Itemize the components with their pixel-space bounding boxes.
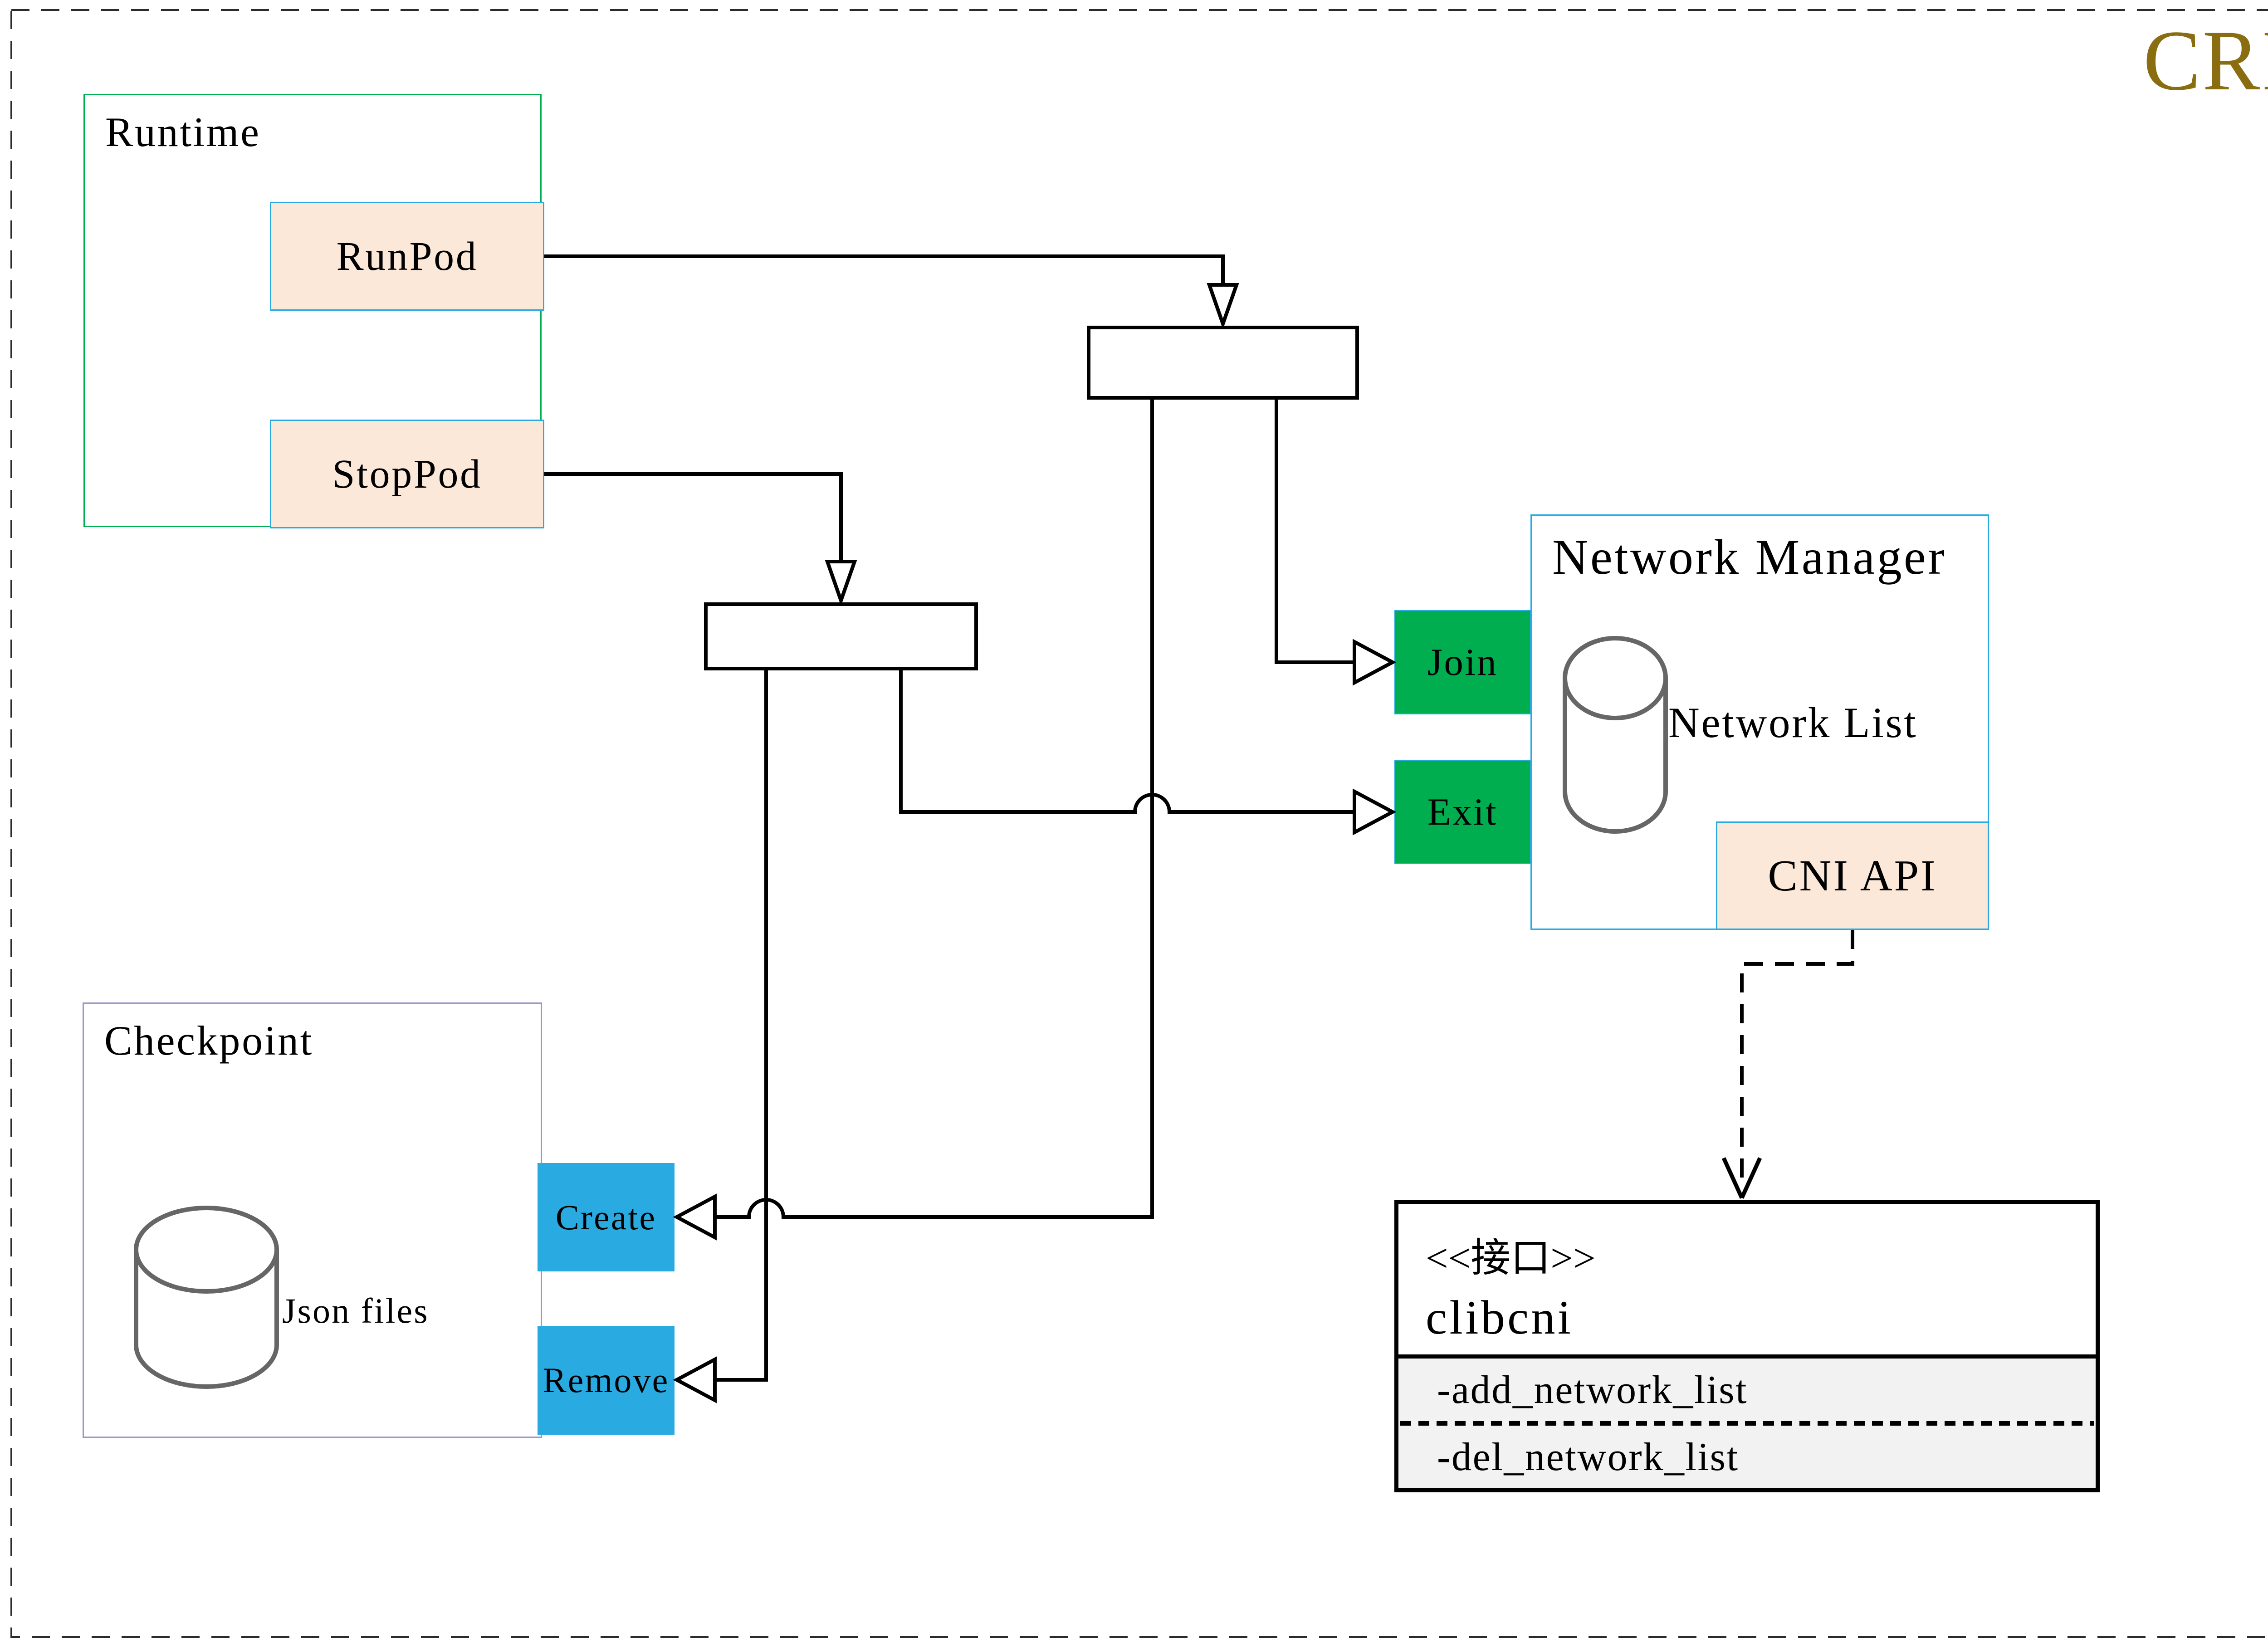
clibcni-header: <<接口>> clibcni bbox=[1398, 1204, 2096, 1354]
stoppod-flow-rect bbox=[704, 602, 978, 670]
remove-arrowhead-icon bbox=[673, 1356, 717, 1403]
cni-dependency-arrowhead-icon bbox=[1721, 1157, 1762, 1199]
create-label: Create bbox=[555, 1197, 657, 1237]
create-flow-line bbox=[714, 400, 1154, 1219]
clibcni-method-add: -add_network_list bbox=[1437, 1368, 1748, 1412]
clibcni-interface-box: <<接口>> clibcni -add_network_list -del_ne… bbox=[1394, 1200, 2100, 1492]
remove-flow-line bbox=[714, 670, 768, 1382]
remove-label: Remove bbox=[543, 1360, 670, 1400]
join-arrowhead-icon bbox=[1353, 639, 1397, 686]
network-list-label: Network List bbox=[1668, 699, 1918, 747]
exit-arrowhead-icon bbox=[1353, 788, 1397, 836]
clibcni-name: clibcni bbox=[1426, 1291, 1574, 1344]
clibcni-stereotype: <<接口>> bbox=[1426, 1236, 1596, 1280]
remove-node: Remove bbox=[538, 1326, 675, 1435]
checkpoint-container: Checkpoint bbox=[83, 1002, 542, 1438]
runpod-label: RunPod bbox=[336, 234, 478, 279]
cni-dependency-dashed-line bbox=[1740, 930, 1854, 1186]
exit-node: Exit bbox=[1394, 760, 1531, 864]
join-node: Join bbox=[1394, 610, 1531, 714]
clibcni-methods-section: -add_network_list -del_network_list bbox=[1398, 1354, 2096, 1488]
runpod-flow-line bbox=[544, 254, 1225, 285]
runpod-flow-rect bbox=[1087, 326, 1359, 400]
stoppod-label: StopPod bbox=[332, 451, 482, 497]
stoppod-arrowhead-icon bbox=[825, 560, 857, 606]
stoppod-flow-line bbox=[544, 472, 843, 562]
join-flow-line bbox=[1275, 400, 1355, 664]
create-arrowhead-icon bbox=[673, 1193, 717, 1241]
exit-label: Exit bbox=[1427, 791, 1498, 833]
json-files-label: Json files bbox=[282, 1291, 429, 1330]
exit-flow-line bbox=[899, 670, 1355, 814]
cni-api-label: CNI API bbox=[1768, 851, 1937, 900]
runtime-title: Runtime bbox=[105, 109, 261, 155]
runpod-arrowhead-icon bbox=[1207, 283, 1239, 330]
runpod-node: RunPod bbox=[270, 202, 544, 311]
dotted-divider bbox=[1400, 1421, 2094, 1426]
create-node: Create bbox=[538, 1163, 675, 1271]
checkpoint-title: Checkpoint bbox=[104, 1017, 313, 1064]
network-manager-title: Network Manager bbox=[1552, 529, 1947, 585]
join-label: Join bbox=[1427, 641, 1498, 684]
clibcni-method-del: -del_network_list bbox=[1437, 1435, 1739, 1479]
cni-api-node: CNI API bbox=[1716, 821, 1989, 930]
stoppod-node: StopPod bbox=[270, 420, 544, 528]
cri-title: CRI bbox=[2143, 13, 2268, 108]
